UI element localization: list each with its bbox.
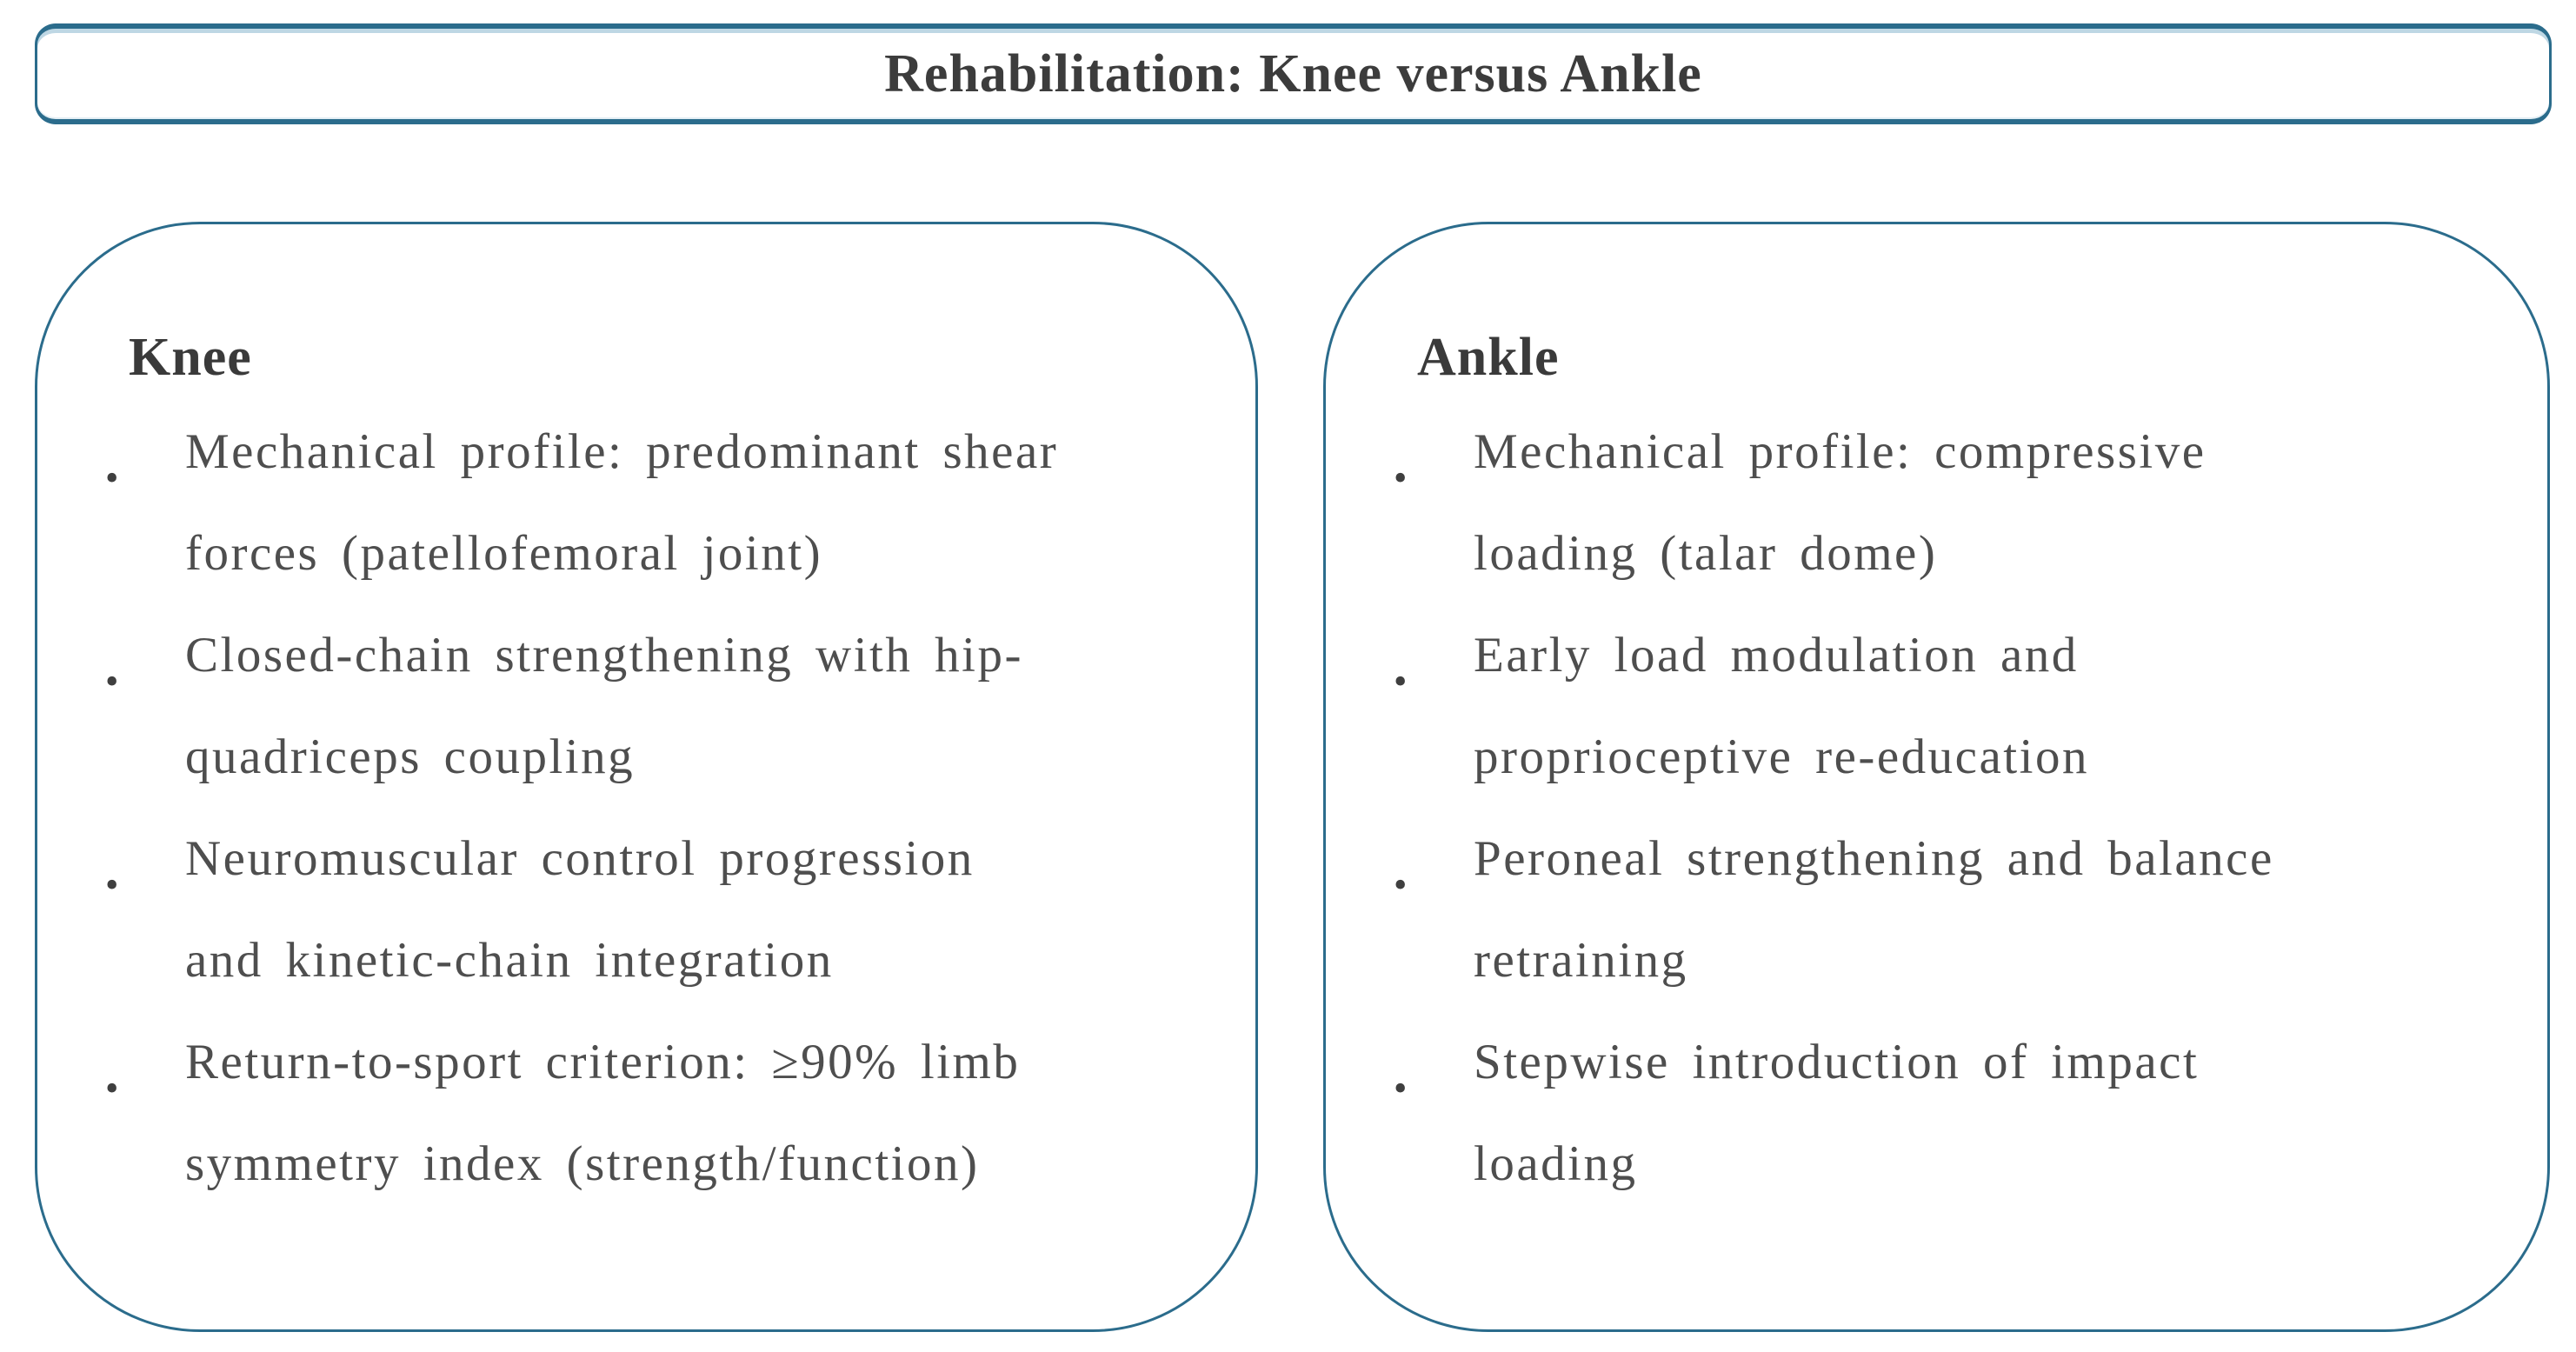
- list-item: • Return-to-sport criterion: ≥90% limb s…: [98, 1011, 1203, 1215]
- bullet-line: Peroneal strengthening and balance: [1474, 831, 2274, 886]
- ankle-bullet-list: • Mechanical profile: compressive loadin…: [1387, 401, 2495, 1215]
- list-item: • Early load modulation and propriocepti…: [1387, 604, 2495, 808]
- list-item: • Closed-chain strengthening with hip- q…: [98, 604, 1203, 808]
- bullet-icon: •: [105, 660, 119, 703]
- bullet-line: retraining: [1474, 933, 1688, 988]
- page-title: Rehabilitation: Knee versus Ankle: [884, 43, 1702, 103]
- bullet-icon: •: [1394, 1067, 1408, 1109]
- title-bar: Rehabilitation: Knee versus Ankle: [35, 23, 2552, 124]
- bullet-line: loading (talar dome): [1474, 526, 1938, 581]
- bullet-line: Neuromuscular control progression: [185, 831, 975, 886]
- knee-bullet-list: • Mechanical profile: predominant shear …: [98, 401, 1203, 1215]
- knee-card: Knee • Mechanical profile: predominant s…: [35, 222, 1258, 1332]
- bullet-icon: •: [105, 456, 119, 499]
- bullet-line: Return-to-sport criterion: ≥90% limb: [185, 1035, 1021, 1089]
- list-item: • Mechanical profile: predominant shear …: [98, 401, 1203, 604]
- bullet-line: Mechanical profile: compressive: [1474, 424, 2207, 479]
- bullet-line: Stepwise introduction of impact: [1474, 1035, 2200, 1089]
- bullet-line: loading: [1474, 1136, 1638, 1191]
- knee-card-header: Knee: [129, 328, 252, 387]
- list-item: • Stepwise introduction of impact loadin…: [1387, 1011, 2495, 1215]
- bullet-icon: •: [1394, 863, 1408, 906]
- bullet-line: Closed-chain strengthening with hip-: [185, 628, 1023, 683]
- ankle-card: Ankle • Mechanical profile: compressive …: [1323, 222, 2550, 1332]
- bullet-icon: •: [1394, 456, 1408, 499]
- bullet-line: proprioceptive re-education: [1474, 729, 2089, 784]
- bullet-line: forces (patellofemoral joint): [185, 526, 823, 581]
- list-item: • Mechanical profile: compressive loadin…: [1387, 401, 2495, 604]
- list-item: • Neuromuscular control progression and …: [98, 808, 1203, 1011]
- list-item: • Peroneal strengthening and balance ret…: [1387, 808, 2495, 1011]
- bullet-line: and kinetic-chain integration: [185, 933, 834, 988]
- bullet-line: quadriceps coupling: [185, 729, 636, 784]
- bullet-line: symmetry index (strength/function): [185, 1136, 980, 1191]
- ankle-card-header: Ankle: [1417, 328, 1560, 387]
- bullet-line: Mechanical profile: predominant shear: [185, 424, 1059, 479]
- bullet-line: Early load modulation and: [1474, 628, 2079, 683]
- bullet-icon: •: [105, 863, 119, 906]
- bullet-icon: •: [105, 1067, 119, 1109]
- bullet-icon: •: [1394, 660, 1408, 703]
